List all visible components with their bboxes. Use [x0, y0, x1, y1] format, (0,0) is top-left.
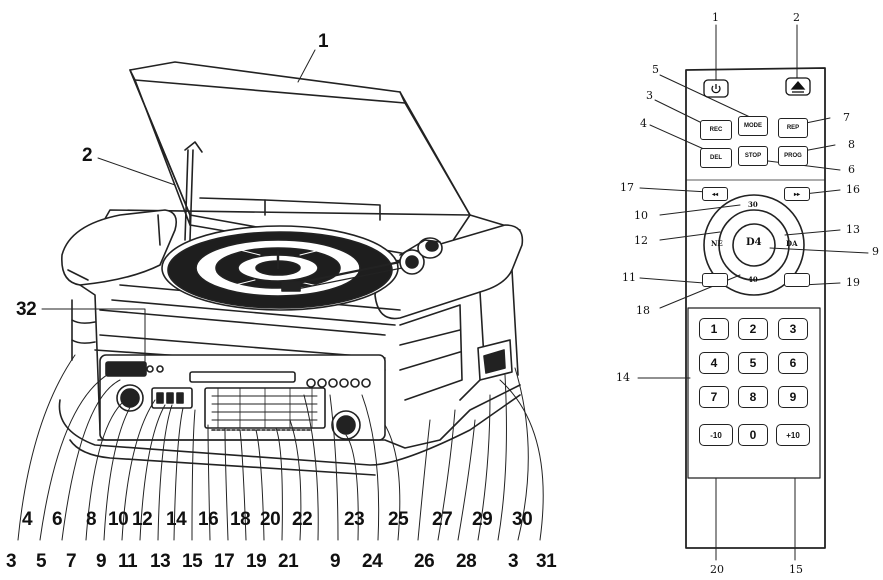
callout: 22 [292, 509, 313, 530]
power-icon [703, 79, 729, 98]
callout: 25 [388, 509, 409, 530]
eject-icon [785, 77, 811, 96]
lid-arm [184, 141, 203, 241]
callout: 8 [848, 138, 855, 151]
callout: 27 [432, 509, 453, 530]
remote-body [685, 67, 826, 549]
side-port [477, 339, 513, 381]
key-4[interactable]: 4 [699, 352, 729, 374]
callout: 9 [96, 551, 107, 572]
key-9[interactable]: 9 [778, 386, 808, 408]
callout: 12 [132, 509, 153, 530]
callout: 26 [414, 551, 435, 572]
main-leader-lines [17, 49, 544, 541]
callout: 14 [616, 371, 630, 384]
callout: 3 [6, 551, 17, 572]
callout: 30 [512, 509, 533, 530]
key-0[interactable]: 0 [738, 424, 768, 446]
callout: 28 [456, 551, 477, 572]
callout: 6 [848, 163, 855, 176]
callout: 16 [198, 509, 219, 530]
rec-button[interactable]: REC [700, 120, 732, 140]
fast-forward-icon: ▸▸ [793, 191, 801, 198]
callout: 19 [246, 551, 267, 572]
callout: 24 [362, 551, 383, 572]
key-6[interactable]: 6 [778, 352, 808, 374]
callout: 10 [108, 509, 129, 530]
callout: 11 [118, 551, 138, 572]
callout: 1 [712, 11, 719, 24]
mode-button[interactable]: MODE [738, 116, 768, 136]
remote-leader-lines [637, 24, 869, 561]
key-1[interactable]: 1 [699, 318, 729, 340]
callout: 31 [536, 551, 557, 572]
callout: 17 [214, 551, 235, 572]
callout-1: 1 [318, 31, 329, 52]
key-2[interactable]: 2 [738, 318, 768, 340]
callout: 9 [330, 551, 341, 572]
callout: 7 [843, 111, 850, 124]
callout: 4 [22, 509, 33, 530]
callout-2: 2 [82, 145, 93, 166]
callout: 9 [872, 245, 879, 258]
dpad-left-label[interactable]: NE [711, 239, 723, 248]
callout: 4 [640, 117, 647, 130]
callout: 20 [260, 509, 281, 530]
callout: 5 [652, 63, 659, 76]
callout: 29 [472, 509, 493, 530]
skip-back-button[interactable]: ◂◂ [702, 187, 728, 201]
key-3[interactable]: 3 [778, 318, 808, 340]
callout: 23 [344, 509, 365, 530]
callout: 18 [230, 509, 251, 530]
key-5[interactable]: 5 [738, 352, 768, 374]
cabinet [58, 197, 524, 476]
callout: 6 [52, 509, 63, 530]
callout: 3 [646, 89, 653, 102]
callout: 15 [789, 563, 803, 576]
callout: 20 [710, 563, 724, 576]
del-button[interactable]: DEL [700, 148, 732, 168]
dpad-down-label[interactable]: 40 [748, 275, 758, 284]
callout: 19 [846, 276, 860, 289]
callout: 7 [66, 551, 77, 572]
left-lower-button[interactable] [702, 273, 728, 287]
callout: 15 [182, 551, 203, 572]
dpad-up-label[interactable]: 30 [748, 200, 758, 209]
callout-32: 32 [16, 299, 37, 320]
skip-fwd-button[interactable]: ▸▸ [784, 187, 810, 201]
turntable [161, 225, 399, 311]
callout: 8 [86, 509, 97, 530]
callout: 14 [166, 509, 187, 530]
tone-arm [281, 237, 443, 292]
callout: 11 [622, 271, 636, 284]
callout: 17 [620, 181, 634, 194]
callout: 12 [634, 234, 648, 247]
key-8[interactable]: 8 [738, 386, 768, 408]
callout: 5 [36, 551, 47, 572]
callout: 2 [793, 11, 800, 24]
callout: 21 [278, 551, 299, 572]
rep-button[interactable]: REP [778, 118, 808, 138]
callout: 18 [636, 304, 650, 317]
callout: 10 [634, 209, 648, 222]
right-lower-button[interactable] [784, 273, 810, 287]
dpad-right-label[interactable]: DA [786, 239, 798, 248]
callout: 13 [846, 223, 860, 236]
callout: 13 [150, 551, 171, 572]
key-7[interactable]: 7 [699, 386, 729, 408]
prog-button[interactable]: PROG [778, 146, 808, 166]
rewind-icon: ◂◂ [711, 191, 719, 198]
callout: 16 [846, 183, 860, 196]
front-controls [105, 361, 371, 440]
dpad-center-label[interactable]: D4 [746, 237, 762, 248]
stop-button[interactable]: STOP [738, 146, 768, 166]
key-minus10[interactable]: -10 [699, 424, 733, 446]
callout: 3 [508, 551, 519, 572]
key-plus10[interactable]: +10 [776, 424, 810, 446]
